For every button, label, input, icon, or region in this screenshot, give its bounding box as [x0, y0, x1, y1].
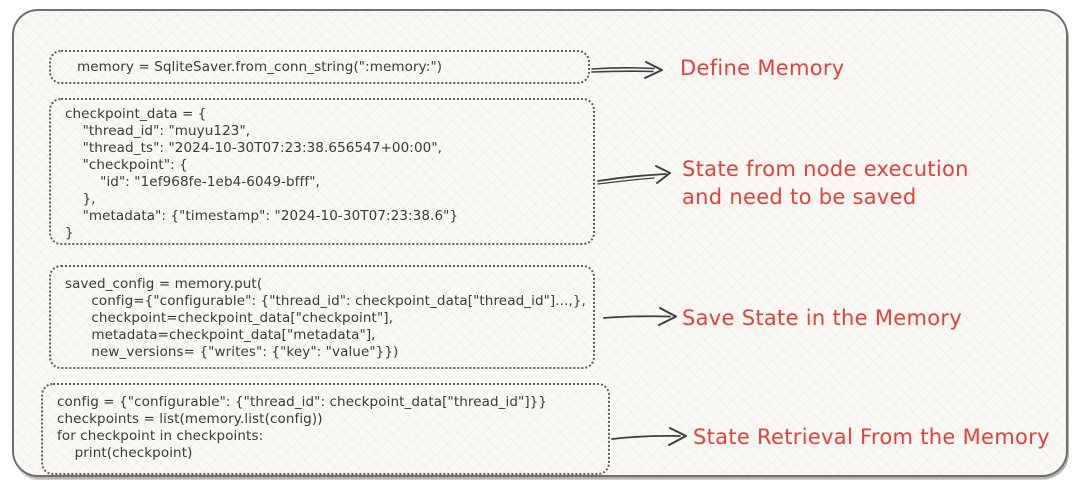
annotation-define-memory: Define Memory: [680, 56, 845, 80]
arrow-right-icon: [597, 165, 671, 185]
code-text-checkpoint-data: checkpoint_data = { "thread_id": "muyu12…: [65, 106, 459, 241]
annotation-state-from-node: State from node execution and need to be…: [682, 157, 969, 209]
code-text-define-memory: memory = SqliteSaver.from_conn_string(":…: [77, 59, 443, 75]
annotation-save-state: Save State in the Memory: [682, 306, 963, 330]
code-text-save-state: saved_config = memory.put( config={"conf…: [65, 276, 586, 360]
arrow-right-icon: [611, 427, 687, 446]
code-block-save-state: saved_config = memory.put( config={"conf…: [49, 265, 595, 369]
arrow-right-icon: [591, 61, 663, 79]
code-block-retrieve-state: config = {"configurable": {"thread_id": …: [41, 383, 610, 475]
annotation-state-retrieval: State Retrieval From the Memory: [693, 425, 1050, 449]
arrow-right-icon: [603, 307, 677, 326]
diagram-frame: memory = SqliteSaver.from_conn_string(":…: [12, 9, 1068, 477]
code-text-retrieve-state: config = {"configurable": {"thread_id": …: [57, 394, 548, 461]
code-block-checkpoint-data: checkpoint_data = { "thread_id": "muyu12…: [49, 98, 595, 245]
code-block-define-memory: memory = SqliteSaver.from_conn_string(":…: [49, 50, 590, 84]
